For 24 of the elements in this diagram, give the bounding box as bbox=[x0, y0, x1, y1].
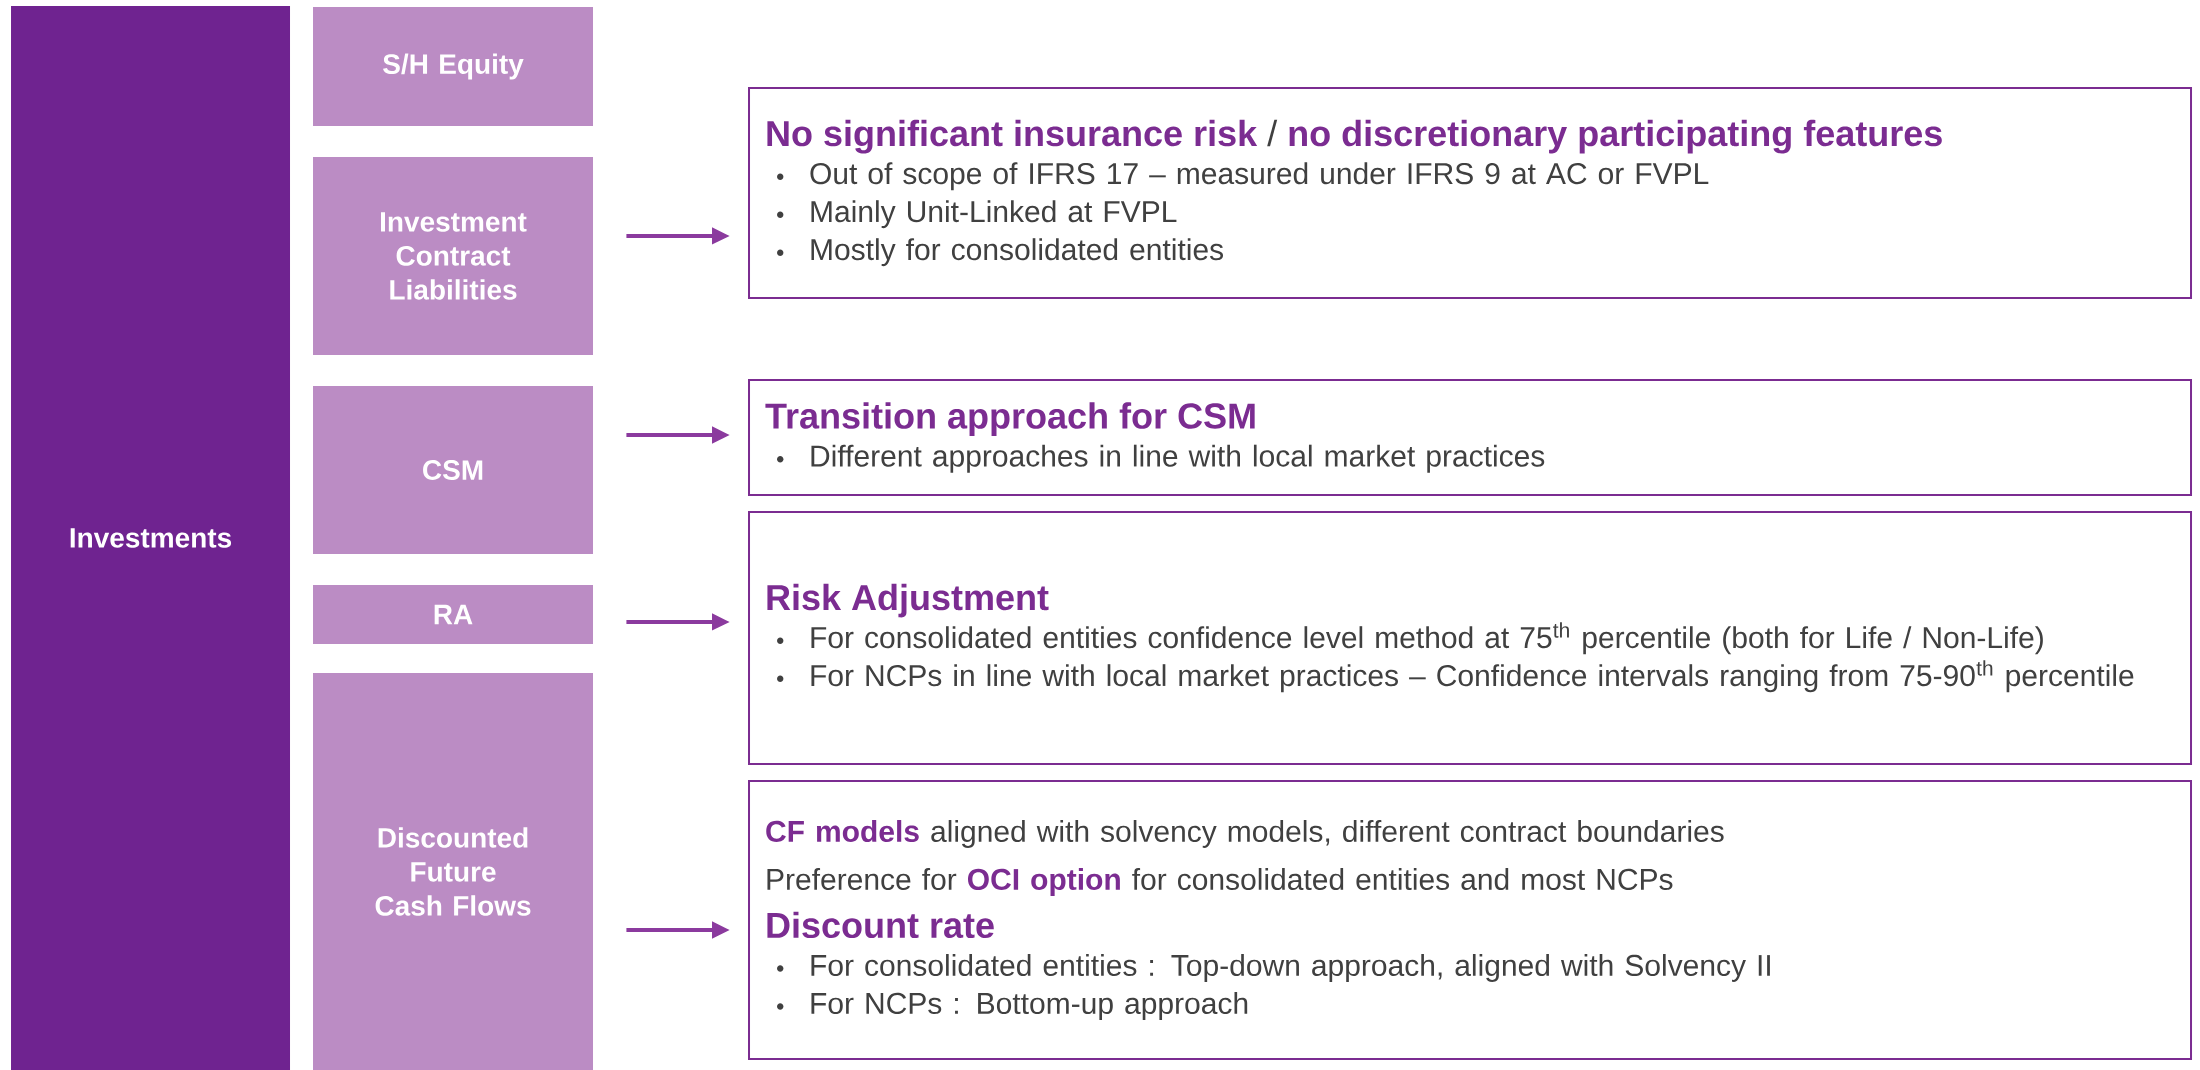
bullet-item: Out of scope of IFRS 17 – measured under IFRS 9 at AC or FVPL bbox=[777, 162, 1709, 191]
heading: Risk Adjustment bbox=[767, 583, 1049, 618]
bullet-item: Mainly Unit-Linked at FVPL bbox=[777, 200, 1177, 229]
bullet-item: Different approaches in line with local market practices bbox=[777, 444, 1545, 473]
bullet-item: For consolidated entities : Top-down approach, aligned with Solvency II bbox=[777, 954, 1770, 982]
bullet-item: For consolidated entities confidence level method at 75$^{th}$ percentile (both for Life / Non-Life) bbox=[777, 622, 2043, 655]
bullet-item: For NCPs : Bottom-up approach bbox=[777, 992, 1248, 1020]
category-box: Discounted Future Cash Flows bbox=[313, 673, 593, 1070]
category-box: CSM bbox=[313, 386, 593, 554]
info-box bbox=[748, 379, 2192, 496]
text-line: CF models aligned with solvency models, different contract boundaries bbox=[766, 820, 1724, 848]
category-box: RA bbox=[313, 585, 593, 644]
category-box: S/H Equity bbox=[313, 7, 593, 126]
info-box bbox=[748, 87, 2192, 299]
category-box: Investment Contract Liabilities bbox=[313, 157, 593, 355]
heading: No significant insurance risk / no discretionary participating features bbox=[767, 119, 1942, 154]
heading: Discount rate bbox=[767, 911, 994, 939]
bullet-item: For NCPs in line with local market practices – Confidence intervals ranging from 75-90$^{th}$ percentile bbox=[777, 660, 2134, 693]
category-bar: Investments bbox=[11, 6, 290, 1070]
info-box bbox=[748, 780, 2192, 1060]
text-line: Preference for OCI option for consolidated entities and most NCPs bbox=[767, 868, 1673, 896]
heading: Transition approach for CSM bbox=[765, 402, 1255, 436]
info-box bbox=[748, 511, 2192, 765]
bullet-item: Mostly for consolidated entities bbox=[777, 238, 1223, 267]
